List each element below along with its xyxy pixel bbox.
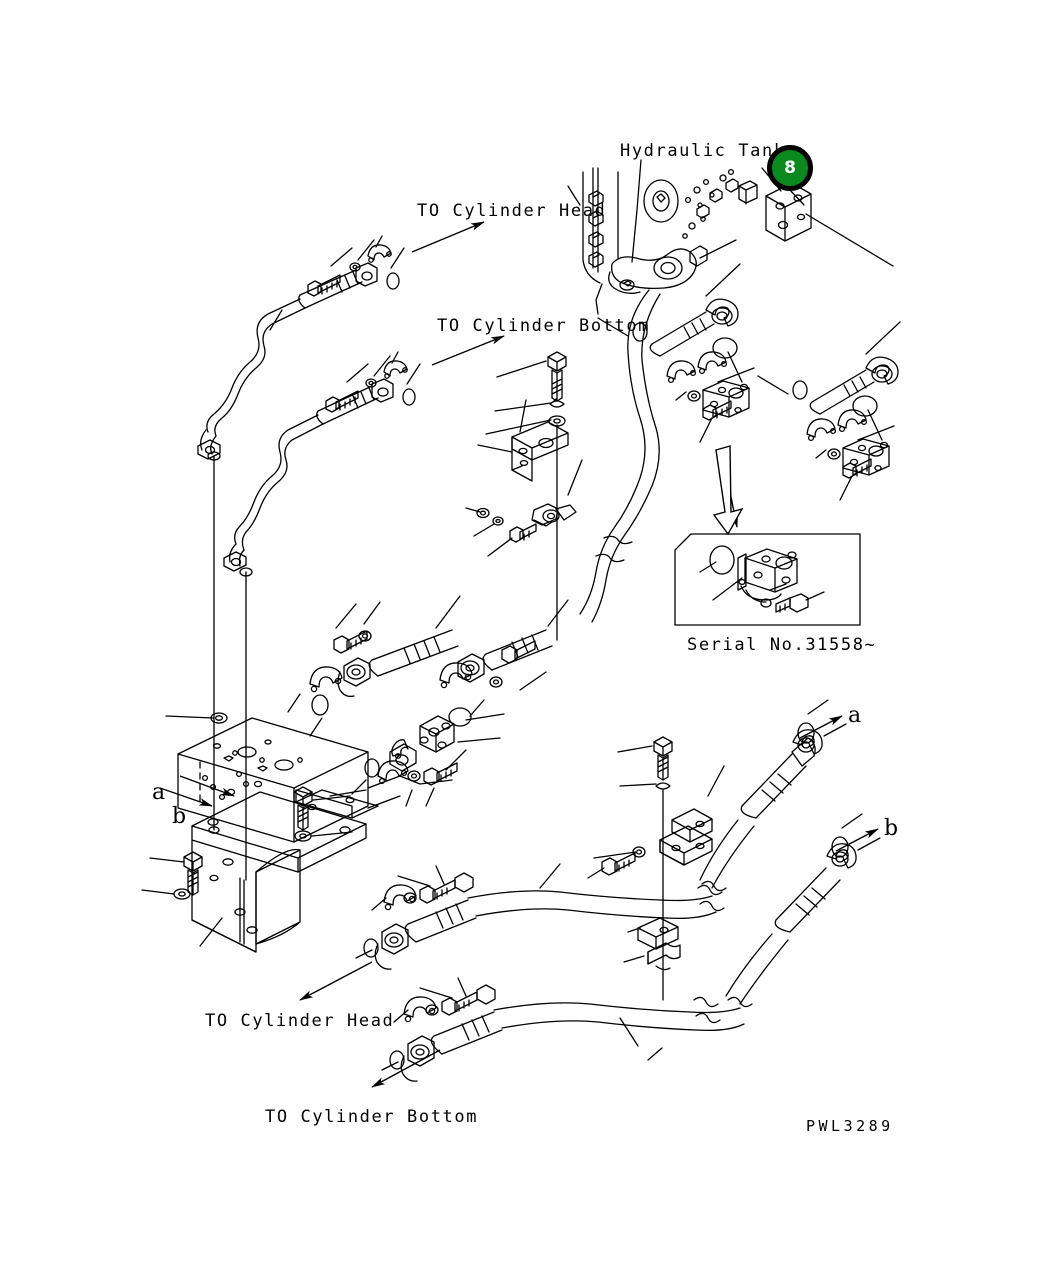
label-to-cylinder-head-top: TO Cylinder Head	[417, 201, 607, 221]
section-mark-a-left: a	[152, 780, 166, 805]
right-lower-hose-a	[699, 699, 847, 892]
section-mark-b-right: b	[884, 816, 899, 841]
middle-hose-group-right	[351, 599, 569, 807]
label-serial-note: Serial No.31558~	[687, 635, 877, 655]
right-flange-group-1	[597, 263, 755, 443]
mounting-bracket-assembly	[191, 751, 367, 953]
upper-left-hose-group-1	[206, 235, 405, 437]
arrow-to-cylinder-head-bottom	[299, 961, 373, 1001]
tie-rod-verticals-left	[207, 451, 253, 771]
section-mark-b-left: b	[172, 804, 187, 829]
hose-break-symbols	[693, 884, 725, 1024]
center-clamp-bracket-assembly	[465, 351, 583, 641]
arrow-section-a-right	[799, 715, 843, 739]
drawing-code: PWL3289	[806, 1117, 894, 1135]
label-to-cylinder-bottom-bottom: TO Cylinder Bottom	[265, 1107, 479, 1127]
right-flange-group-2	[757, 321, 901, 501]
arrow-to-cylinder-head-top	[411, 221, 485, 253]
label-hydraulic-tank: Hydraulic Tank	[620, 141, 786, 161]
inset-block-arrow	[712, 445, 744, 536]
arrow-section-b-left	[159, 787, 213, 807]
upper-left-hose-group-2	[197, 351, 421, 572]
callout-badge-8[interactable]: 8	[767, 145, 813, 191]
main-hose-route	[579, 289, 661, 623]
middle-hose-group-left	[287, 595, 461, 737]
serial-detail-inset	[674, 533, 861, 626]
section-mark-a-right: a	[848, 703, 862, 728]
label-to-cylinder-bottom-top: TO Cylinder Bottom	[437, 316, 651, 336]
right-lower-hose-b	[725, 813, 881, 1008]
bottom-hose-bottom	[381, 977, 745, 1082]
bottom-hose-head	[355, 863, 717, 970]
arrow-to-cylinder-bottom-top	[431, 335, 505, 366]
label-to-cylinder-head-bottom: TO Cylinder Head	[205, 1011, 395, 1031]
arrow-section-b-right	[835, 828, 879, 852]
lower-clamp-bracket	[587, 736, 725, 1001]
arrow-to-cylinder-bottom-bottom	[371, 1049, 441, 1088]
hydraulic-tank-assembly	[567, 159, 894, 315]
arrow-section-a-left	[179, 775, 235, 797]
